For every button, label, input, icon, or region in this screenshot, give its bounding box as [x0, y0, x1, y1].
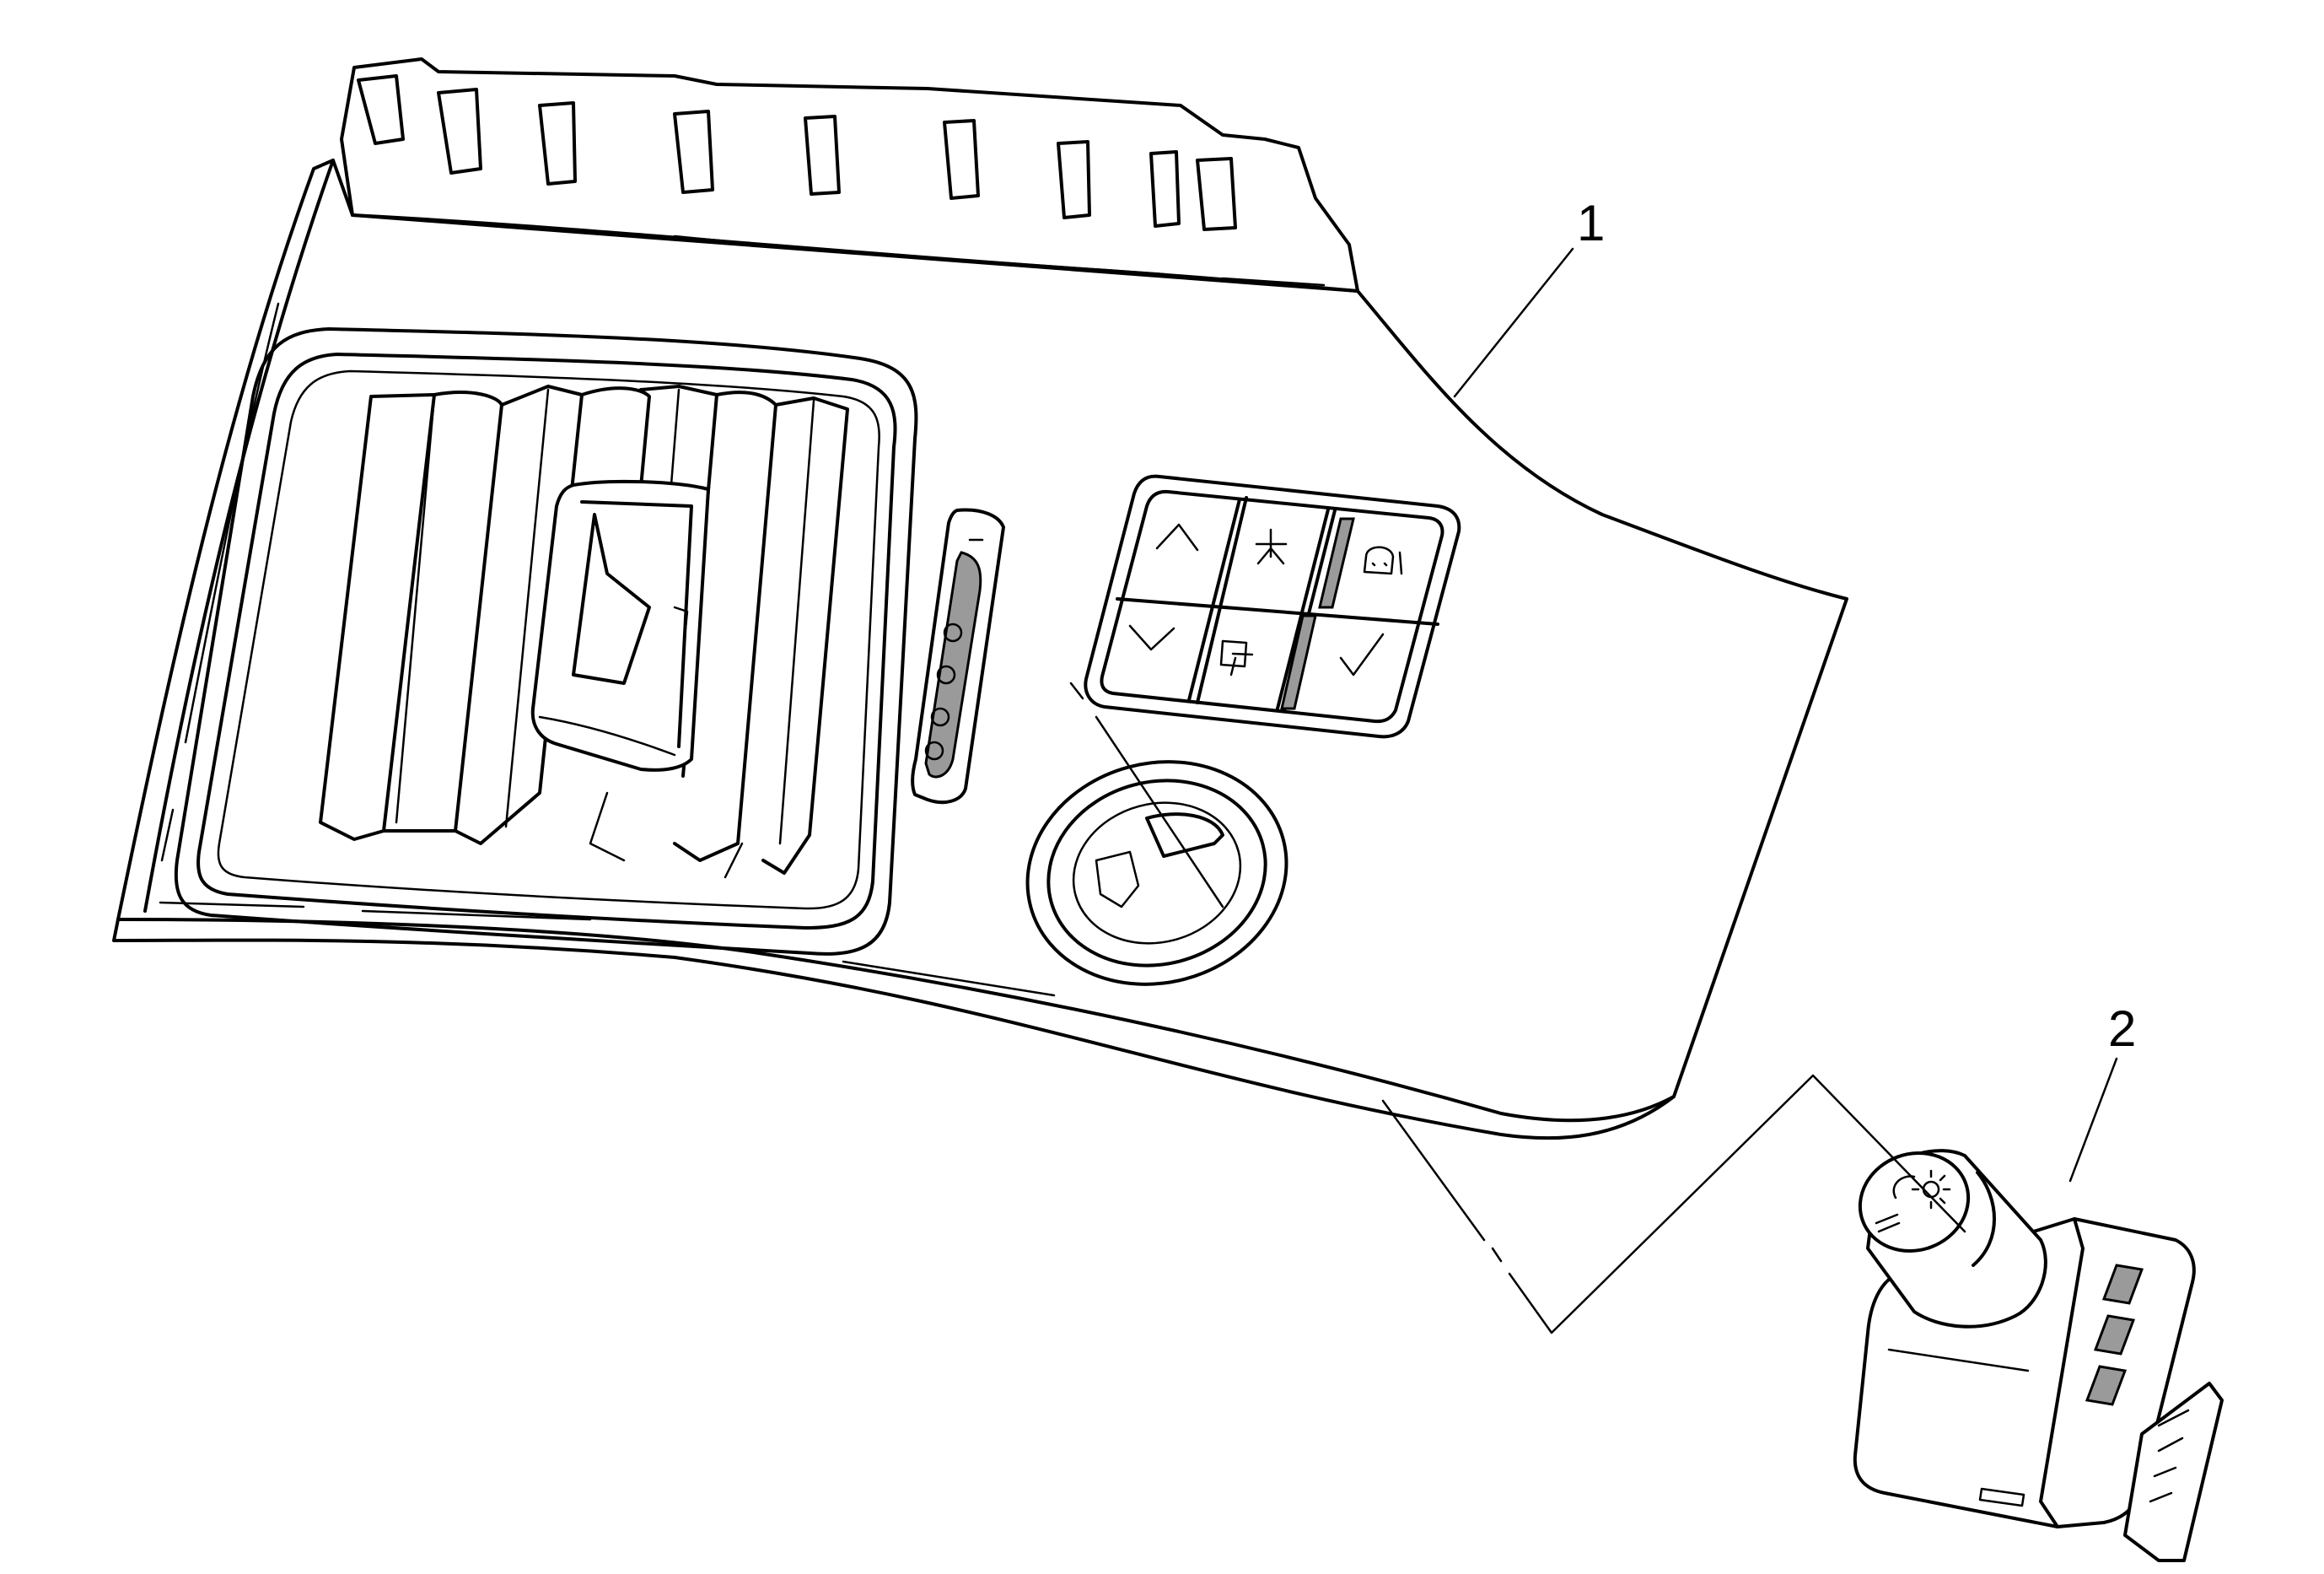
air-vent-outer-frame — [174, 327, 918, 956]
air-vent — [174, 327, 918, 956]
scroll-up-button[interactable] — [1155, 523, 1199, 552]
switch-bank-outline — [1084, 474, 1461, 739]
air-vent-rim — [217, 369, 880, 910]
leader-line-2 — [2068, 1057, 2118, 1183]
headlamp-switch-opening — [1025, 760, 1288, 986]
leader-line-switch-path — [1381, 1074, 1966, 1334]
air-vent-control-tab[interactable] — [530, 479, 710, 772]
callout-1-label: 1 — [1577, 195, 1605, 251]
vehicle-info-button[interactable] — [1219, 639, 1254, 676]
air-vent-inner-frame — [196, 353, 897, 930]
bezel-flange-crease — [673, 234, 1326, 287]
indicator-strip-upper — [1318, 517, 1355, 609]
scroll-down-button[interactable] — [1128, 624, 1175, 651]
bezel-top-flange — [340, 57, 1359, 293]
leader-line-bank-to-opening — [1069, 682, 1224, 908]
dimmer-thumbwheel[interactable] — [911, 508, 1005, 805]
bezel-bottom-edge — [116, 918, 1676, 1123]
trip-info-button[interactable] — [1363, 546, 1403, 575]
retaining-clips — [357, 74, 1237, 231]
headlamp-switch-knob[interactable] — [1846, 1138, 2047, 1329]
bezel-left-edge — [143, 159, 335, 913]
leader-line-1 — [1453, 247, 1574, 398]
select-checkmark-button[interactable] — [1339, 633, 1385, 676]
callout-2-label: 2 — [2108, 1000, 2136, 1057]
headlamp-switch-ribs — [2085, 1264, 2144, 1406]
headlamp-switch-body-line — [1887, 1348, 2030, 1372]
switch-bank — [1084, 474, 1461, 739]
switch-bank-inner — [1100, 489, 1444, 724]
headlamp-switch-connector — [2123, 1382, 2224, 1562]
indicator-strip-lower — [1280, 614, 1317, 710]
leader-lines — [1069, 247, 2118, 1334]
headlamp-switch — [1846, 1138, 2224, 1562]
instrument-panel-trim-bezel — [112, 57, 1848, 1140]
oil-life-reset-button[interactable] — [1255, 528, 1288, 565]
